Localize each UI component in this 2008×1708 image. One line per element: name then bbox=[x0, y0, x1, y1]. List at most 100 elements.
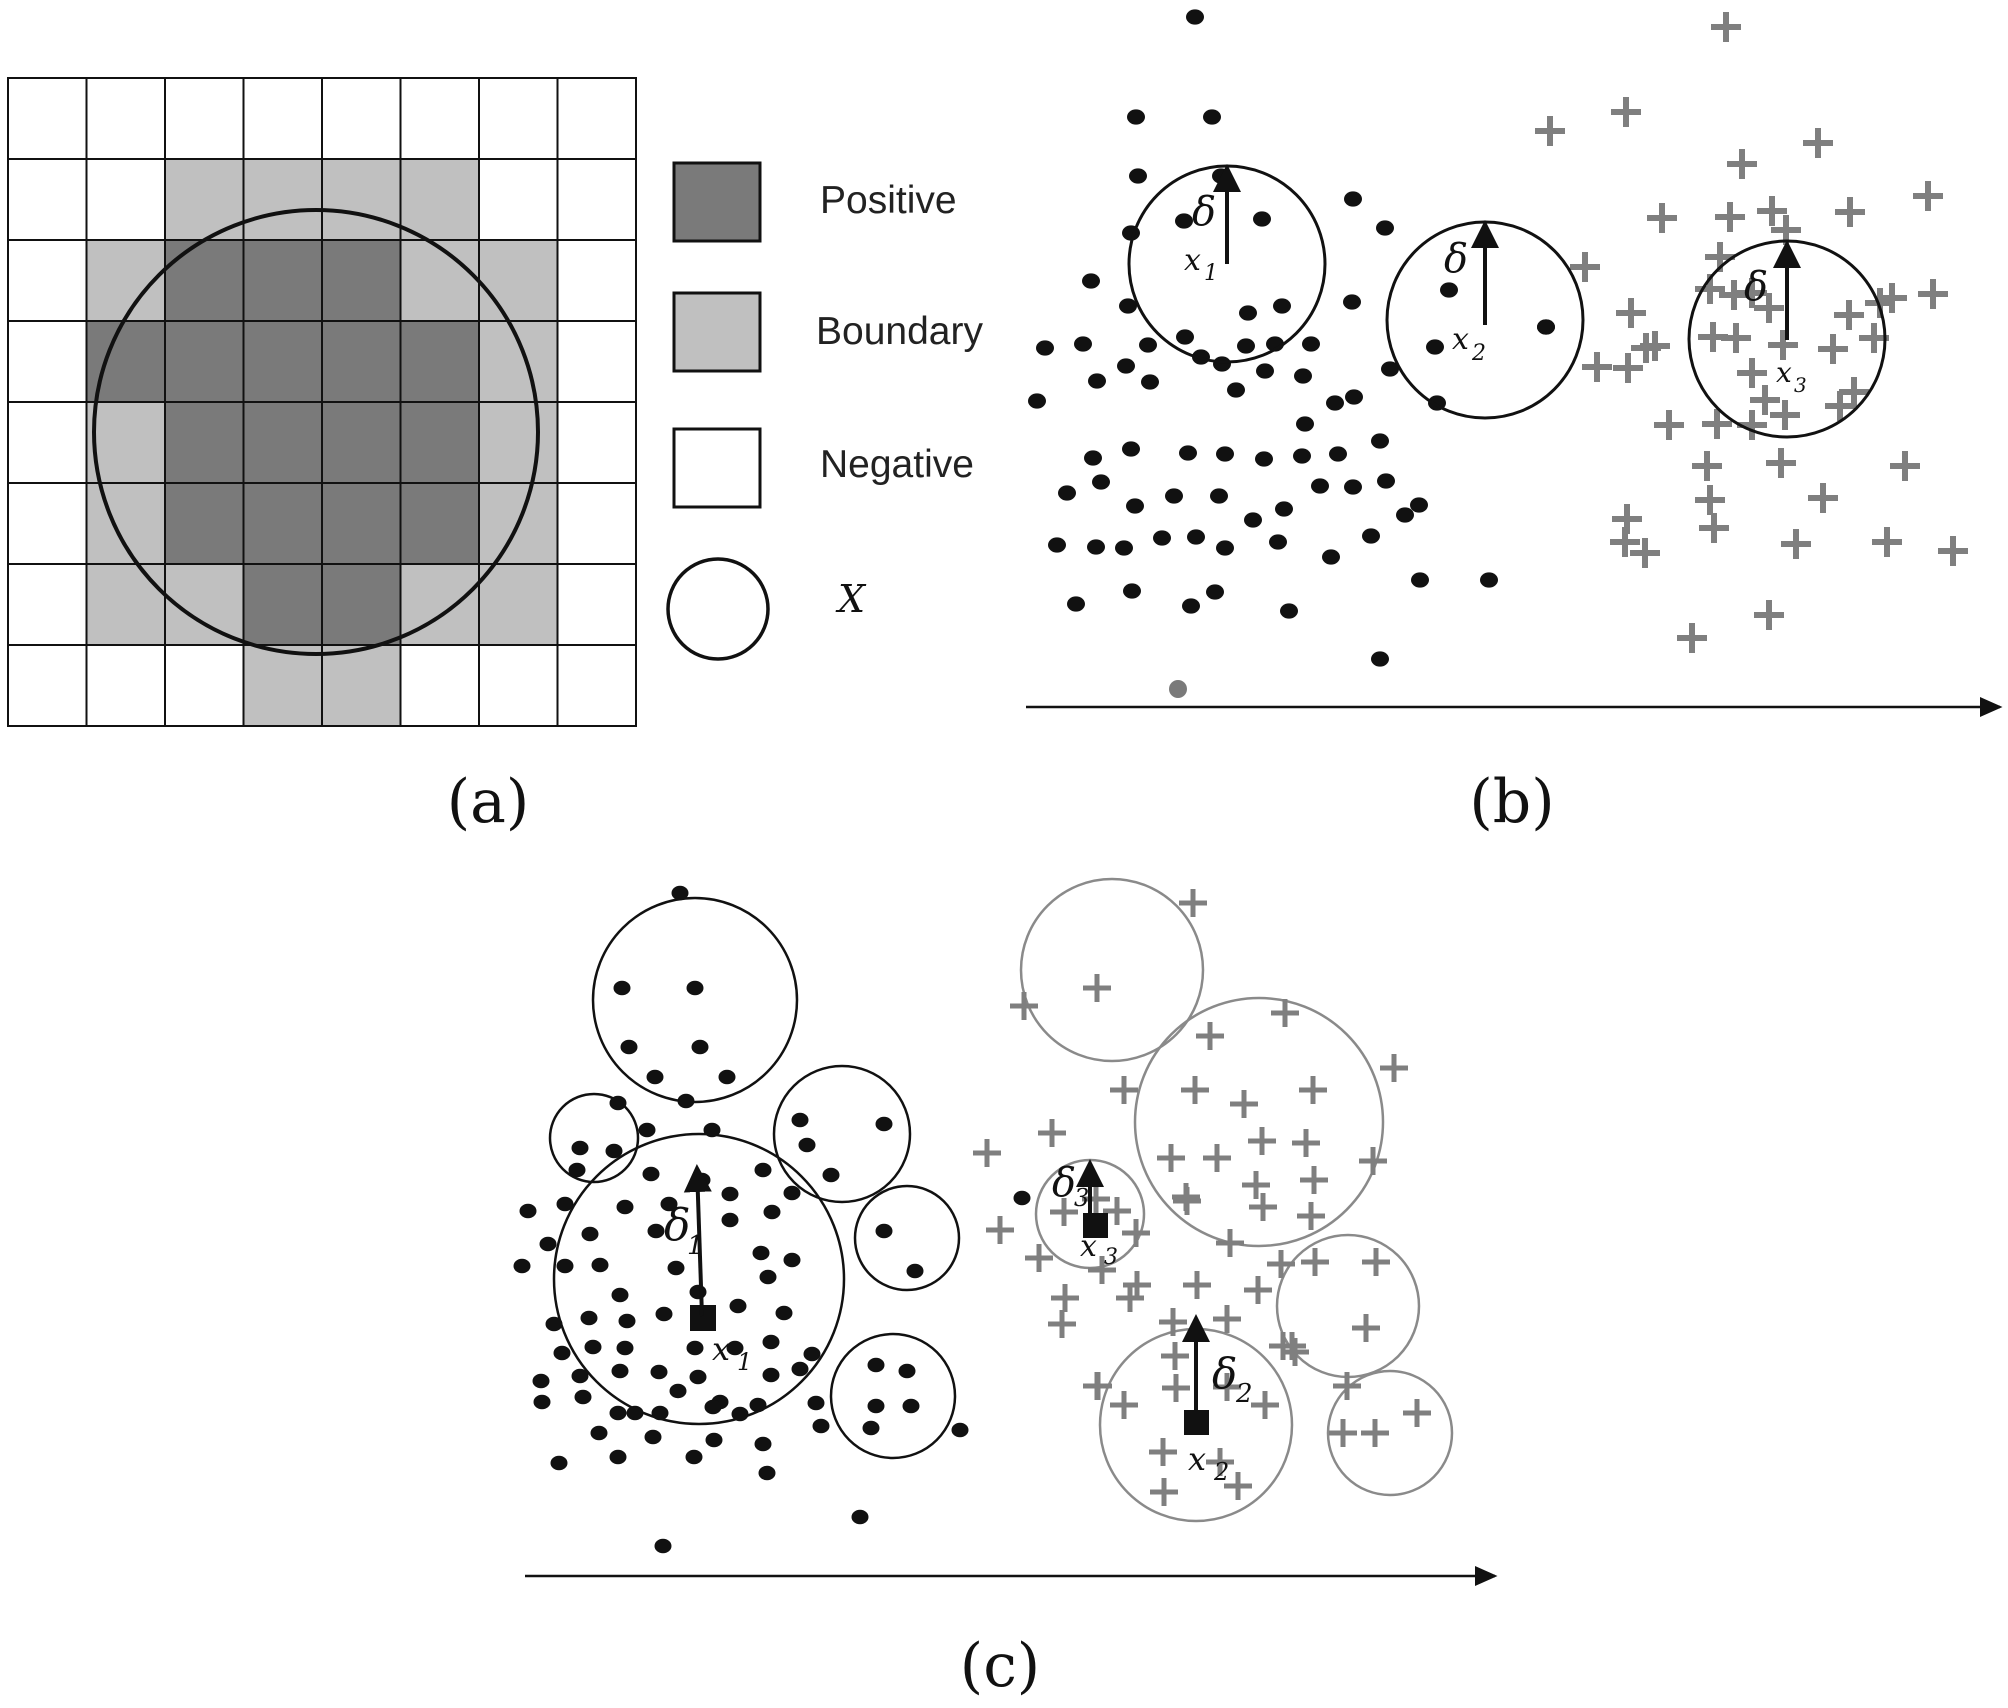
dot-marker bbox=[1275, 501, 1293, 517]
dot-marker bbox=[1139, 337, 1157, 353]
dot-marker bbox=[791, 1361, 809, 1377]
dot-marker bbox=[783, 1185, 801, 1201]
plus-marker bbox=[1183, 1271, 1211, 1299]
plus-marker bbox=[1203, 1144, 1231, 1172]
grid-cell-negative bbox=[556, 158, 637, 241]
dot-marker bbox=[1296, 416, 1314, 432]
plus-marker bbox=[1116, 1284, 1144, 1312]
sample-label-b1: x 1 bbox=[1184, 243, 1218, 286]
dot-marker bbox=[519, 1203, 537, 1219]
panel-a: Positive Boundary Negative X (a) bbox=[7, 77, 983, 837]
dot-marker bbox=[754, 1162, 772, 1178]
legend-swatch-boundary bbox=[672, 291, 762, 373]
plus-marker bbox=[1702, 409, 1732, 439]
plus-marker bbox=[1278, 1332, 1306, 1360]
plus-marker bbox=[1677, 623, 1707, 653]
plus-marker bbox=[1088, 1256, 1116, 1284]
plus-marker bbox=[1048, 1310, 1076, 1338]
dot-marker bbox=[1175, 213, 1193, 229]
grid-cell-positive bbox=[399, 401, 480, 484]
dot-marker bbox=[1371, 433, 1389, 449]
plus-marker bbox=[1808, 483, 1838, 513]
plus-marker bbox=[1766, 448, 1796, 478]
plus-marker bbox=[1299, 1076, 1327, 1104]
plus-marker bbox=[1248, 1127, 1276, 1155]
neighborhood-circle bbox=[853, 1184, 961, 1292]
dot-marker bbox=[1269, 534, 1287, 550]
grid-cell-positive bbox=[164, 320, 245, 403]
grid-cell-negative bbox=[556, 482, 637, 565]
delta-label-b2: δ bbox=[1444, 236, 1468, 282]
dot-marker bbox=[667, 1260, 685, 1276]
plus-marker bbox=[1770, 400, 1800, 430]
grid-cell-boundary bbox=[85, 482, 166, 565]
grid-cell-positive bbox=[321, 482, 402, 565]
grid-cell-positive bbox=[164, 239, 245, 322]
dot-marker bbox=[1253, 211, 1271, 227]
neighborhood-circle bbox=[1019, 877, 1205, 1063]
plus-marker bbox=[1162, 1374, 1190, 1402]
grid-cell-positive bbox=[321, 401, 402, 484]
plus-marker bbox=[1150, 1478, 1178, 1506]
plus-marker bbox=[1157, 1144, 1185, 1172]
legend-label-negative: Negative bbox=[820, 443, 974, 486]
grid-cell-negative bbox=[7, 482, 88, 565]
grid-cell-negative bbox=[7, 320, 88, 403]
dot-marker bbox=[791, 1112, 809, 1128]
sample-label-b2: x 2 bbox=[1452, 322, 1486, 366]
dot-marker bbox=[1123, 583, 1141, 599]
dot-marker bbox=[1411, 572, 1429, 588]
dot-marker bbox=[691, 1039, 709, 1055]
dot-marker bbox=[759, 1269, 777, 1285]
dot-marker bbox=[1141, 374, 1159, 390]
dot-marker bbox=[590, 1425, 608, 1441]
plus-marker bbox=[1695, 485, 1725, 515]
dot-marker bbox=[545, 1316, 563, 1332]
plus-marker bbox=[1025, 1244, 1053, 1272]
plus-marker bbox=[1196, 1022, 1224, 1050]
dot-marker bbox=[762, 1367, 780, 1383]
grid-cell-negative bbox=[478, 644, 559, 727]
caption-b: (b) bbox=[1469, 767, 1554, 837]
plus-marker bbox=[1300, 1166, 1328, 1194]
dot-marker bbox=[1176, 329, 1194, 345]
dot-marker bbox=[1293, 448, 1311, 464]
plus-marker bbox=[986, 1216, 1014, 1244]
grid-cell-boundary bbox=[478, 320, 559, 403]
plus-marker bbox=[1267, 1250, 1295, 1278]
plus-marker bbox=[1110, 1076, 1138, 1104]
plus-marker bbox=[1757, 196, 1787, 226]
dot-marker bbox=[1244, 512, 1262, 528]
dot-marker bbox=[1273, 298, 1291, 314]
dot-marker bbox=[532, 1373, 550, 1389]
grid-cell-negative bbox=[321, 77, 402, 160]
dot-marker bbox=[1426, 339, 1444, 355]
plus-marker bbox=[1768, 330, 1798, 360]
dot-marker bbox=[1440, 282, 1458, 298]
target-set-circle bbox=[92, 208, 540, 656]
grid-cell-boundary bbox=[164, 563, 245, 646]
dot-marker bbox=[571, 1368, 589, 1384]
dot-marker bbox=[1329, 446, 1347, 462]
dot-marker bbox=[752, 1245, 770, 1261]
dot-marker bbox=[906, 1263, 924, 1279]
plus-marker bbox=[1754, 293, 1784, 323]
grid-cell-boundary bbox=[321, 158, 402, 241]
dot-marker bbox=[1371, 651, 1389, 667]
dot-marker bbox=[1179, 445, 1197, 461]
plus-marker bbox=[1737, 358, 1767, 388]
dot-marker bbox=[1036, 340, 1054, 356]
dot-marker bbox=[703, 1122, 721, 1138]
dot-marker bbox=[677, 1093, 695, 1109]
delta-label-b1: δ bbox=[1192, 189, 1216, 235]
outlier-dot bbox=[1169, 680, 1187, 698]
dot-marker bbox=[1410, 497, 1428, 513]
dot-marker bbox=[1255, 451, 1273, 467]
grid-cell-positive bbox=[321, 563, 402, 646]
plus-marker bbox=[1173, 1187, 1201, 1215]
neighborhood-circle bbox=[772, 1064, 912, 1204]
dot-marker bbox=[851, 1509, 869, 1525]
plus-marker bbox=[1715, 202, 1745, 232]
dot-marker bbox=[1084, 450, 1102, 466]
grid-cell-positive bbox=[164, 482, 245, 565]
